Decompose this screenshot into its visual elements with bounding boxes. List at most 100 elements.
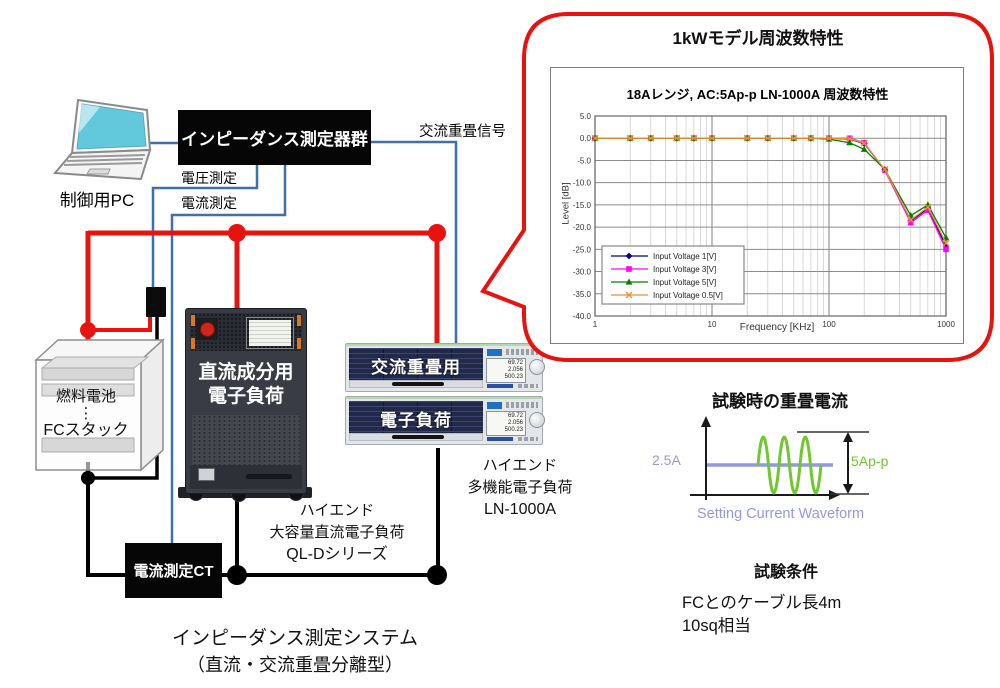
rotary-knob xyxy=(529,359,545,375)
x-tick-label: 100 xyxy=(822,320,836,329)
ln-display-softkeys xyxy=(487,384,513,388)
marker-square xyxy=(925,207,931,214)
waveform-x-arrow xyxy=(829,490,840,500)
qld-vent-grille xyxy=(192,415,300,465)
marker-x xyxy=(942,239,950,247)
ln-bottom-strip xyxy=(349,380,483,388)
marker-x xyxy=(764,134,772,142)
x-tick-label: 1000 xyxy=(937,320,955,329)
ac-load-top-label: 交流重畳用 xyxy=(371,357,461,377)
control-pc-illustration xyxy=(52,98,152,181)
voltage-measure-label: 電圧測定 xyxy=(181,170,237,186)
ln-model-print xyxy=(506,349,538,355)
ql-caption-line3: QL-Dシリーズ xyxy=(286,546,388,563)
ln-caption-line2: 多機能電子負荷 xyxy=(467,479,573,496)
waveform-pp-label: 5Ap-p xyxy=(851,453,889,469)
conditions-line2: 10sq相当 xyxy=(682,617,751,635)
marker-square xyxy=(943,246,949,253)
legend-label: Input Voltage 1[V] xyxy=(653,252,716,261)
brand-badge xyxy=(487,349,502,356)
ln-top-edge xyxy=(346,344,542,346)
marker-triangle xyxy=(625,278,633,285)
laptop-screen xyxy=(76,103,147,150)
sense-connector-box xyxy=(146,287,166,317)
pp-arrow-down xyxy=(843,484,853,494)
ln-top-edge xyxy=(346,397,542,399)
wire-red-sense-branch xyxy=(88,315,152,332)
ct-label: 電流測定CT xyxy=(133,563,214,580)
ln-display: 69.72 2.056 500.23 xyxy=(486,411,526,436)
ln-model-print xyxy=(506,402,538,408)
laptop-key-row xyxy=(69,154,146,158)
marker-x xyxy=(860,139,868,147)
ln-bottom-strip xyxy=(349,433,483,441)
x-tick-label: 1 xyxy=(593,320,598,329)
y-tick-label: -20.0 xyxy=(573,223,592,232)
y-tick-label: -10.0 xyxy=(573,179,592,188)
y-tick-label: -40.0 xyxy=(573,312,592,321)
y-tick-label: -5.0 xyxy=(577,156,591,165)
current-measure-label: 電流測定 xyxy=(181,195,237,211)
ln1000a-unit-top: 交流重畳用 69.72 2.056 500.23 xyxy=(345,343,545,392)
fuel-cell-label: 燃料電池 ⋮ FCスタック xyxy=(32,388,140,439)
black-node-sense xyxy=(81,471,95,485)
marker-x xyxy=(591,134,599,142)
qld-top-panel xyxy=(190,313,302,351)
impedance-instrument-box: インピーダンス測定器群 xyxy=(178,110,371,165)
marker-diamond xyxy=(625,252,633,260)
qld-accent xyxy=(191,315,195,326)
current-measure-ct-box: 電流測定CT xyxy=(125,543,222,598)
conditions-title: 試験条件 xyxy=(753,564,818,581)
marker-square xyxy=(907,219,914,226)
marker-triangle xyxy=(846,139,854,146)
ln-buttons xyxy=(518,384,538,388)
x-tick-label: 10 xyxy=(708,320,717,329)
qld-front-label-line2: 電子負荷 xyxy=(207,386,284,407)
waveform-ac-sine xyxy=(756,435,823,495)
marker-x xyxy=(743,134,751,142)
system-title-line2: （直流・交流重畳分離型） xyxy=(187,655,403,675)
qld-caption: ハイエンド 大容量直流電子負荷 QL-Dシリーズ xyxy=(247,500,427,566)
y-tick-label: -25.0 xyxy=(573,245,592,254)
brand-badge xyxy=(487,402,502,409)
ln-display: 69.72 2.056 500.23 xyxy=(486,358,526,383)
laptop-touchpad xyxy=(86,168,111,175)
qld-power-inlet xyxy=(198,468,215,481)
waveform-caption: Setting Current Waveform xyxy=(697,506,865,522)
ln1000a-unit-bottom: 電子負荷 69.72 2.056 500.23 xyxy=(345,396,545,445)
ln-display-a: 2.056 xyxy=(507,420,523,426)
ln-caption-line3: LN-1000A xyxy=(483,501,557,518)
y-tick-label: 5.0 xyxy=(580,112,592,121)
marker-x xyxy=(673,134,681,142)
balloon-title: 1kWモデル周波数特性 xyxy=(672,29,844,48)
red-node-dcload xyxy=(228,224,246,242)
waveform-y-arrow xyxy=(701,416,711,427)
marker-x xyxy=(690,134,698,142)
ln-display-softkeys xyxy=(487,437,513,441)
ln-handle xyxy=(392,435,444,439)
ql-caption-line2: 大容量直流電子負荷 xyxy=(269,524,405,541)
laptop-key-row xyxy=(66,158,144,162)
ln-display-w: 500.23 xyxy=(504,427,523,433)
chart-ylabel: Level [dB] xyxy=(560,182,572,225)
y-tick-label: -35.0 xyxy=(573,290,592,299)
red-node-acload xyxy=(428,224,446,242)
fuel-cell-label-line2: FCスタック xyxy=(43,422,129,439)
waveform-dc-label: 2.5A xyxy=(652,452,681,468)
system-title: インピーダンス測定システム （直流・交流重畳分離型） xyxy=(125,626,465,678)
wire-black-fuelcell-bottom xyxy=(86,462,126,577)
legend-label: Input Voltage 3[V] xyxy=(653,265,716,274)
marker-diamond xyxy=(942,242,950,250)
y-tick-label: -30.0 xyxy=(573,268,592,277)
marker-x xyxy=(790,134,798,142)
ln-display-w: 500.23 xyxy=(504,374,523,380)
laptop-key-row xyxy=(63,162,143,166)
qld-dc-load-cabinet: 直流成分用 電子負荷 xyxy=(185,308,307,494)
qld-accent xyxy=(297,315,301,326)
ln-display-v: 69.72 xyxy=(507,360,523,366)
ln-handle xyxy=(392,382,444,386)
marker-x xyxy=(647,134,655,142)
plot-border xyxy=(594,115,947,317)
